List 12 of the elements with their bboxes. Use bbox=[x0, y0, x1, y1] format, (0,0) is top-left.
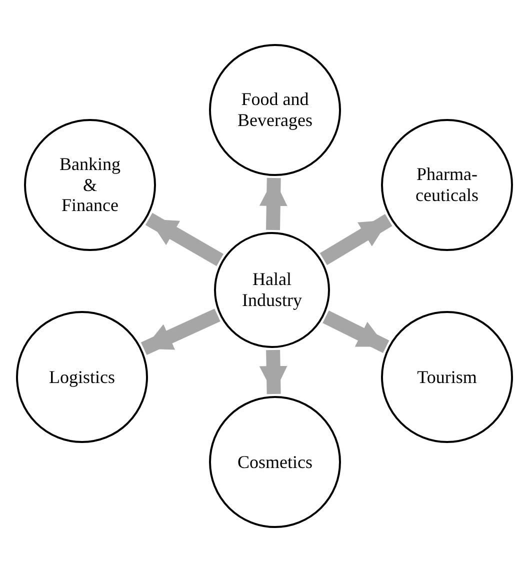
block-arrow bbox=[259, 350, 288, 394]
node-label: Halal Industry bbox=[241, 269, 303, 311]
node-label: Pharma-ceuticals bbox=[414, 164, 480, 206]
block-arrow bbox=[145, 212, 224, 266]
block-arrow bbox=[140, 308, 220, 356]
node-label: Tourism bbox=[416, 366, 478, 388]
block-arrow bbox=[320, 214, 392, 266]
node-label: Logistics bbox=[48, 366, 116, 388]
block-arrow bbox=[259, 178, 288, 230]
node-label: Cosmetics bbox=[236, 452, 314, 472]
node-label: Banking & Finance bbox=[58, 154, 122, 216]
node-label: Food and Beverages bbox=[236, 89, 314, 131]
